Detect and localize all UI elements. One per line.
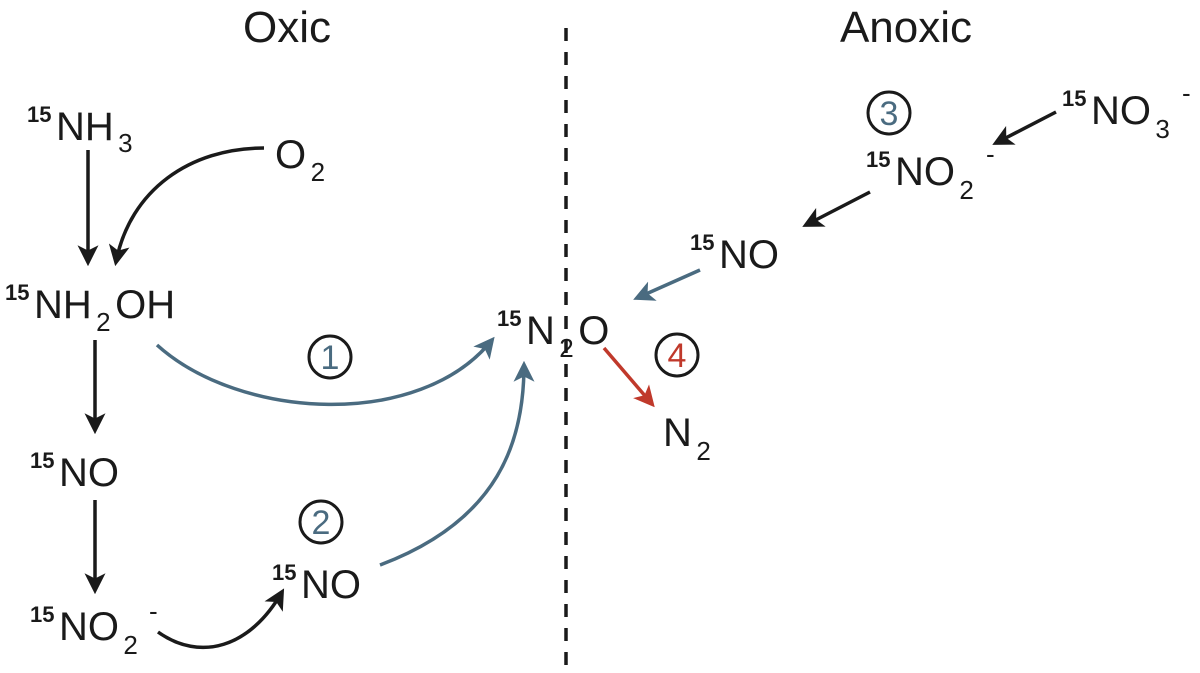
arrow-pathway-1: [155, 336, 495, 407]
pathway-3-badge: 3: [866, 90, 912, 136]
species-no-anoxic: 15 NO: [690, 230, 779, 277]
pathway-1-label: 1: [321, 339, 340, 377]
species-no2-anoxic: 15 NO 2: [866, 147, 974, 205]
arrow-no3-to-no2: [992, 110, 1057, 145]
anoxic-header: Anoxic: [840, 3, 972, 52]
arrow-pathway-4: [602, 346, 655, 408]
species-no-mid: 15 NO: [272, 560, 361, 607]
species-no2-oxic-charge: -: [149, 596, 158, 626]
species-nh2oh: 15 NH 2 OH: [5, 280, 175, 337]
arrow-no2-to-no-mid: [156, 588, 285, 650]
pathway-2-badge: 2: [298, 499, 344, 545]
pathway-4-label: 4: [668, 337, 687, 375]
pathway-1-badge: 1: [307, 334, 353, 380]
pathway-4-badge: 4: [654, 332, 700, 378]
pathway-2-label: 2: [312, 504, 331, 542]
arrow-pathway-3: [633, 268, 701, 301]
species-no-oxic: 15 NO: [30, 448, 119, 495]
pathway-3-label: 3: [880, 95, 899, 133]
arrow-no2-to-no: [802, 190, 871, 227]
species-no3: 15 NO 3: [1062, 86, 1170, 144]
species-no3-charge: -: [1182, 78, 1191, 108]
arrow-o2-to-nh2oh: [108, 146, 265, 267]
species-no2-oxic: 15 NO 2: [30, 602, 138, 660]
species-o2: O 2: [275, 133, 325, 187]
oxic-header: Oxic: [243, 3, 331, 52]
arrow-pathway-2: [379, 360, 535, 567]
species-n2: N 2: [663, 411, 711, 466]
species-nh3: 15 NH 3: [27, 102, 133, 158]
species-n2o: 15 N 2 O: [497, 306, 609, 363]
species-no2-anoxic-charge: -: [986, 139, 995, 169]
